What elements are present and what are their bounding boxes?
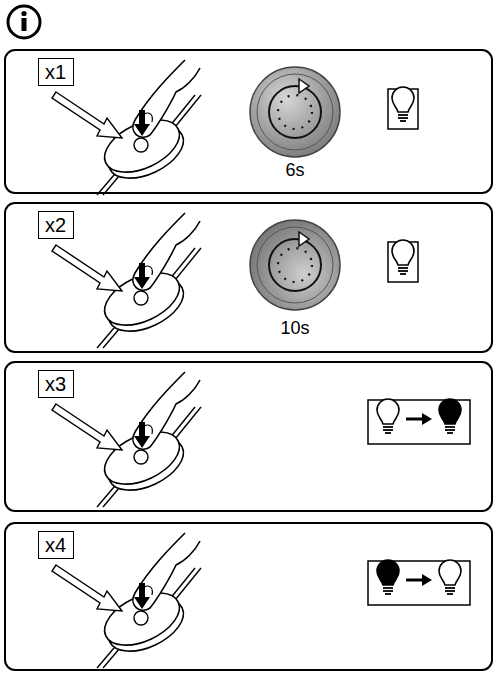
timer-duration: 6s [285, 160, 304, 181]
step-panel [5, 523, 492, 670]
timer-dial [250, 67, 340, 157]
press-count: x2 [45, 214, 66, 236]
hand-pressing-button [52, 60, 201, 195]
press-count-box: x1 [38, 58, 74, 86]
light-on-icon [388, 240, 418, 282]
press-count-box: x4 [38, 531, 74, 559]
press-count: x1 [45, 61, 66, 83]
hand-pressing-button [52, 533, 201, 668]
hand-pressing-button [52, 372, 201, 507]
info-icon [8, 6, 40, 38]
press-count: x3 [45, 373, 66, 395]
light-on-to-off-icon [368, 399, 470, 444]
light-on-icon [388, 87, 418, 129]
step-panel [5, 203, 492, 352]
hand-pressing-button [52, 213, 201, 348]
press-count-box: x3 [38, 370, 74, 398]
press-count-box: x2 [38, 211, 74, 239]
step-panel [5, 362, 492, 511]
timer-dial [250, 220, 340, 310]
step-panel [5, 50, 492, 195]
light-off-to-on-icon [368, 560, 470, 605]
timer-duration: 10s [280, 318, 309, 339]
press-count: x4 [45, 534, 66, 556]
